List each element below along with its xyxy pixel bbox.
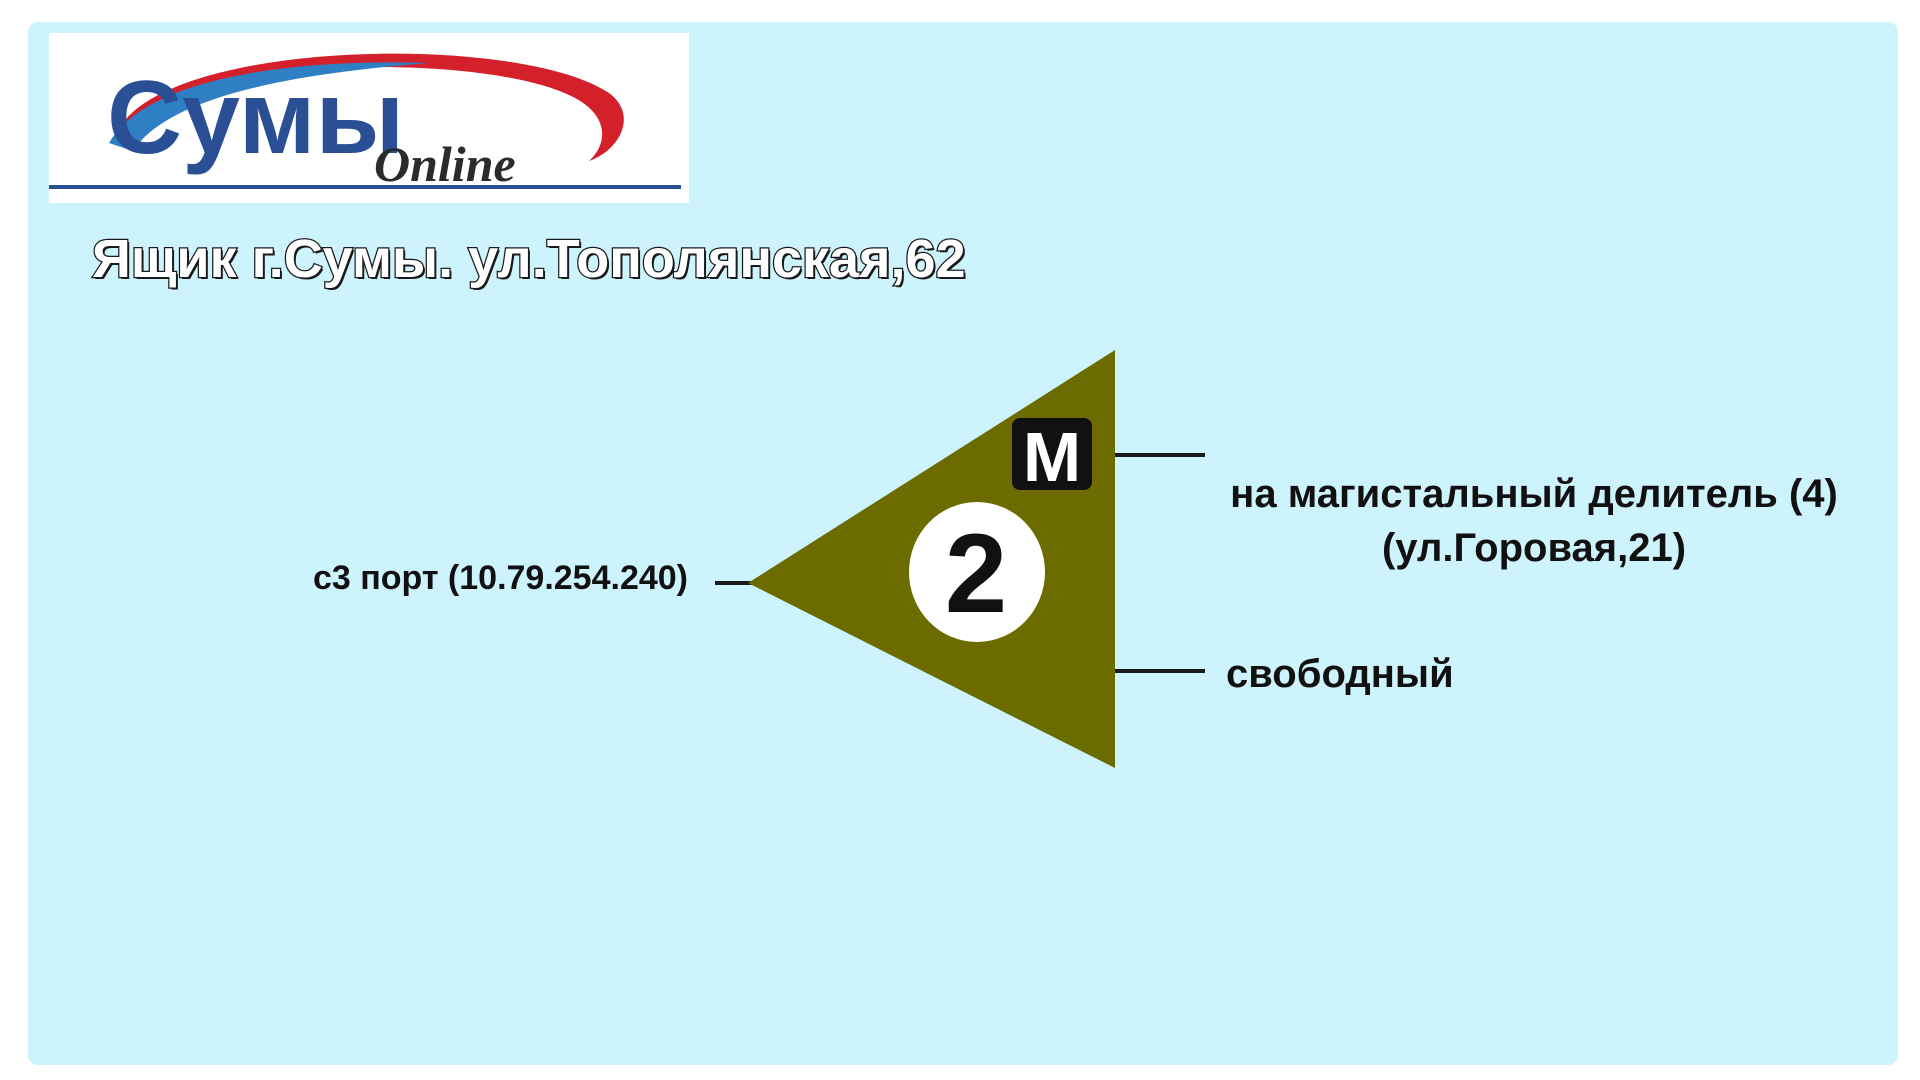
input-port-label: с3 порт (10.79.254.240) [312, 559, 688, 597]
splitter-number: 2 [945, 511, 1007, 636]
splitter-number-circle [909, 502, 1045, 642]
output-1-label: на магистальный делитель (4) (ул.Горовая… [1184, 467, 1884, 575]
marker-badge [1012, 418, 1092, 490]
marker-letter: М [1023, 418, 1081, 496]
logo-sub-text: Online [374, 136, 516, 192]
page-title: Ящик г.Сумы. ул.Тополянская,62 [91, 228, 967, 291]
output-1-line-1: на магистальный делитель (4) [1230, 472, 1838, 516]
output-1-line-2: (ул.Горовая,21) [1381, 526, 1687, 570]
sumy-online-logo: Сумы Online [49, 33, 689, 203]
logo-main-text: Сумы [107, 60, 404, 176]
output-2-label: свободный [1226, 652, 1454, 696]
